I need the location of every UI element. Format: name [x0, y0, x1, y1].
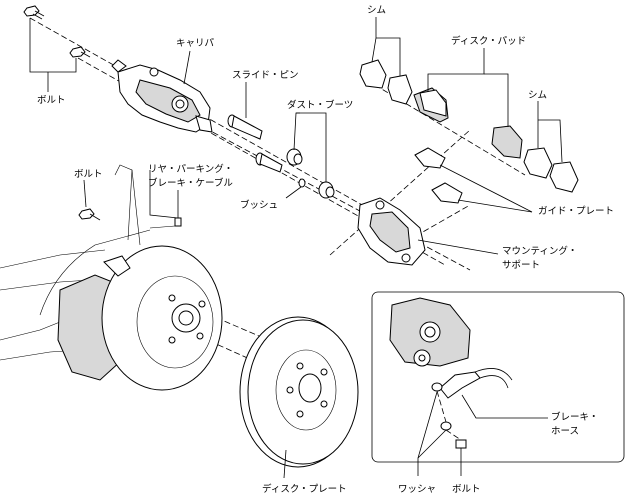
disc-pad-part: [413, 87, 523, 159]
slide-pin-part: [227, 114, 283, 173]
shim-top-part: [359, 59, 413, 105]
leader-lines: [29, 17, 563, 479]
bush-part: [298, 178, 306, 188]
bolt-top-part: [23, 5, 45, 20]
label-caliper: キャリパ: [176, 38, 215, 49]
label-parking-cable-2: ブレーキ・ケーブル: [148, 177, 233, 189]
shim-right-part: [523, 147, 579, 193]
label-mounting-support-2: サポート: [502, 260, 540, 271]
label-parking-cable-1: リヤ・パーキング・: [148, 163, 233, 175]
label-brake-hose-1: ブレーキ・: [551, 411, 599, 423]
label-mounting-support-1: マウンティング・: [502, 245, 577, 257]
label-shim-right: シム: [528, 90, 547, 101]
disc-plate-part: [239, 316, 359, 468]
callout-labels: ボルト キャリパ スライド・ピン ダスト・ブーツ ブッシュ シム ディスク・パッ…: [37, 5, 614, 495]
caliper-part: [111, 59, 213, 133]
label-disc-plate: ディスク・プレート: [262, 483, 347, 495]
label-dust-boot: ダスト・ブーツ: [287, 99, 353, 111]
label-bolt-inset: ボルト: [452, 484, 481, 495]
label-shim-top: シム: [367, 5, 386, 16]
label-bolt-top: ボルト: [37, 95, 66, 106]
bolt-left-part: [78, 208, 101, 221]
mounting-support-part: [357, 197, 426, 266]
label-bush: ブッシュ: [240, 199, 278, 211]
bolt-mid-part: [69, 46, 91, 58]
label-washer: ワッシャ: [398, 484, 436, 495]
label-guide-plate: ガイド・プレート: [538, 206, 614, 217]
dust-boot-part: [286, 148, 335, 199]
guide-plate-part: [414, 147, 463, 204]
parking-cable-part: [149, 190, 182, 229]
inset-brake-hose-detail: [371, 291, 625, 463]
knuckle-assembly-part: [0, 164, 223, 391]
label-brake-hose-2: ホース: [551, 426, 579, 437]
label-slide-pin: スライド・ピン: [232, 70, 299, 81]
label-disc-pad: ディスク・パッド: [451, 35, 526, 47]
label-bolt-left: ボルト: [74, 169, 103, 180]
